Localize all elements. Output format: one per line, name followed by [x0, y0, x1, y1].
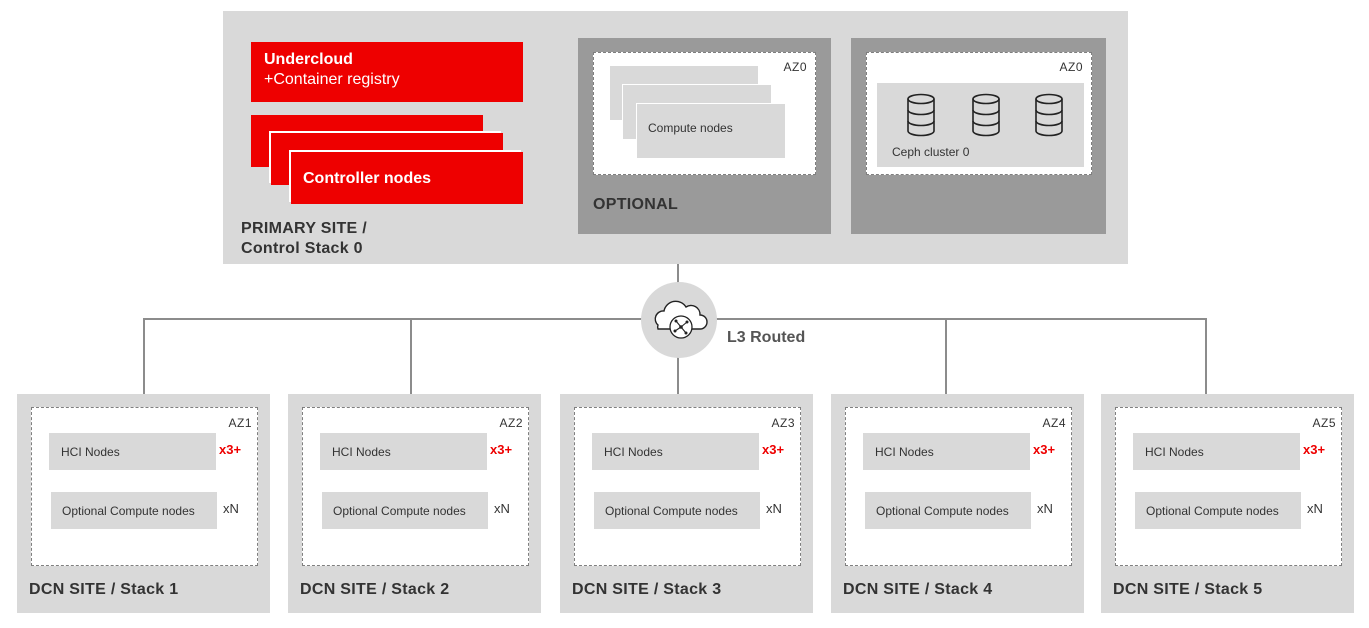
compute-count: xN	[1037, 501, 1053, 516]
compute-count: xN	[494, 501, 510, 516]
compute-card-front: Compute nodes	[636, 103, 786, 159]
hci-nodes-box: HCI Nodes	[592, 433, 759, 470]
optional-compute-box: Optional Compute nodes	[865, 492, 1031, 529]
hci-nodes-label: HCI Nodes	[875, 445, 934, 459]
hci-nodes-box: HCI Nodes	[320, 433, 487, 470]
l3-routed-node	[641, 282, 717, 358]
optional-label: OPTIONAL	[593, 196, 679, 213]
dcn-az-label: AZ5	[1312, 416, 1336, 430]
hci-count: x3+	[219, 442, 242, 457]
dcn-site-4-panel: AZ4 HCI Nodes x3+ Optional Compute nodes…	[831, 394, 1084, 613]
dcn5-drop-line	[1205, 318, 1207, 395]
compute-az-zone: AZ0 Compute nodes	[593, 52, 816, 175]
dcn-site-label: DCN SITE / Stack 1	[29, 581, 179, 598]
hci-nodes-label: HCI Nodes	[604, 445, 663, 459]
primary-site-panel: Undercloud +Container registry Controlle…	[223, 11, 1128, 264]
database-icon	[907, 93, 935, 137]
dcn-az-label: AZ3	[771, 416, 795, 430]
dcn-az-zone: AZ4 HCI Nodes x3+ Optional Compute nodes…	[845, 407, 1072, 566]
hci-nodes-label: HCI Nodes	[332, 445, 391, 459]
undercloud-subtitle: +Container registry	[264, 71, 400, 88]
dcn1-drop-line	[143, 318, 145, 395]
dcn-az-label: AZ4	[1042, 416, 1066, 430]
hci-count: x3+	[1033, 442, 1056, 457]
ceph-cluster-label: Ceph cluster 0	[892, 145, 970, 159]
dcn-az-label: AZ2	[499, 416, 523, 430]
dcn-site-label: DCN SITE / Stack 5	[1113, 581, 1263, 598]
ceph-cluster-box: Ceph cluster 0	[877, 83, 1084, 167]
ceph-az-zone: AZ0	[866, 52, 1092, 175]
ceph-az-label: AZ0	[1059, 60, 1083, 74]
dcn-site-label: DCN SITE / Stack 3	[572, 581, 722, 598]
dcn-site-2-panel: AZ2 HCI Nodes x3+ Optional Compute nodes…	[288, 394, 541, 613]
optional-panel: AZ0 Compute nodes OPTIONAL	[578, 38, 831, 234]
controller-card-front: Controller nodes	[291, 152, 523, 204]
dcn3-drop-line	[677, 350, 679, 395]
database-icon	[1035, 93, 1063, 137]
compute-count: xN	[766, 501, 782, 516]
hci-nodes-label: HCI Nodes	[61, 445, 120, 459]
dcn-site-label: DCN SITE / Stack 4	[843, 581, 993, 598]
primary-site-label-line1: PRIMARY SITE /	[241, 220, 367, 237]
controller-nodes-label: Controller nodes	[303, 170, 432, 187]
undercloud-title: Undercloud	[264, 51, 353, 68]
hci-count: x3+	[490, 442, 513, 457]
optional-compute-label: Optional Compute nodes	[1146, 504, 1279, 518]
l3-routed-label: L3 Routed	[727, 329, 806, 346]
undercloud-box: Undercloud +Container registry	[251, 42, 523, 102]
optional-compute-box: Optional Compute nodes	[51, 492, 217, 529]
ceph-panel: AZ0	[851, 38, 1106, 234]
hci-nodes-box: HCI Nodes	[863, 433, 1030, 470]
hci-nodes-box: HCI Nodes	[1133, 433, 1300, 470]
optional-compute-label: Optional Compute nodes	[876, 504, 1009, 518]
dcn-site-5-panel: AZ5 HCI Nodes x3+ Optional Compute nodes…	[1101, 394, 1354, 613]
dcn-site-1-panel: AZ1 HCI Nodes x3+ Optional Compute nodes…	[17, 394, 270, 613]
optional-compute-label: Optional Compute nodes	[62, 504, 195, 518]
dcn-az-label: AZ1	[228, 416, 252, 430]
dcn-az-zone: AZ5 HCI Nodes x3+ Optional Compute nodes…	[1115, 407, 1342, 566]
hci-count: x3+	[762, 442, 785, 457]
hci-count: x3+	[1303, 442, 1326, 457]
optional-compute-label: Optional Compute nodes	[333, 504, 466, 518]
optional-compute-box: Optional Compute nodes	[1135, 492, 1301, 529]
optional-compute-box: Optional Compute nodes	[322, 492, 488, 529]
primary-site-label: PRIMARY SITE / Control Stack 0	[241, 219, 367, 259]
dcn-site-label: DCN SITE / Stack 2	[300, 581, 450, 598]
dcn4-drop-line	[945, 318, 947, 395]
primary-site-label-line2: Control Stack 0	[241, 240, 363, 257]
cloud-network-icon	[654, 300, 708, 339]
hci-nodes-box: HCI Nodes	[49, 433, 216, 470]
compute-nodes-label: Compute nodes	[648, 121, 733, 135]
compute-count: xN	[223, 501, 239, 516]
hci-nodes-label: HCI Nodes	[1145, 445, 1204, 459]
database-icon	[972, 93, 1000, 137]
optional-compute-box: Optional Compute nodes	[594, 492, 760, 529]
dcn-site-3-panel: AZ3 HCI Nodes x3+ Optional Compute nodes…	[560, 394, 813, 613]
optional-compute-label: Optional Compute nodes	[605, 504, 738, 518]
dcn-az-zone: AZ1 HCI Nodes x3+ Optional Compute nodes…	[31, 407, 258, 566]
dcn-az-zone: AZ2 HCI Nodes x3+ Optional Compute nodes…	[302, 407, 529, 566]
dcn-az-zone: AZ3 HCI Nodes x3+ Optional Compute nodes…	[574, 407, 801, 566]
compute-az-label: AZ0	[783, 60, 807, 74]
dcn2-drop-line	[410, 318, 412, 395]
primary-uplink-line	[677, 263, 679, 285]
compute-count: xN	[1307, 501, 1323, 516]
